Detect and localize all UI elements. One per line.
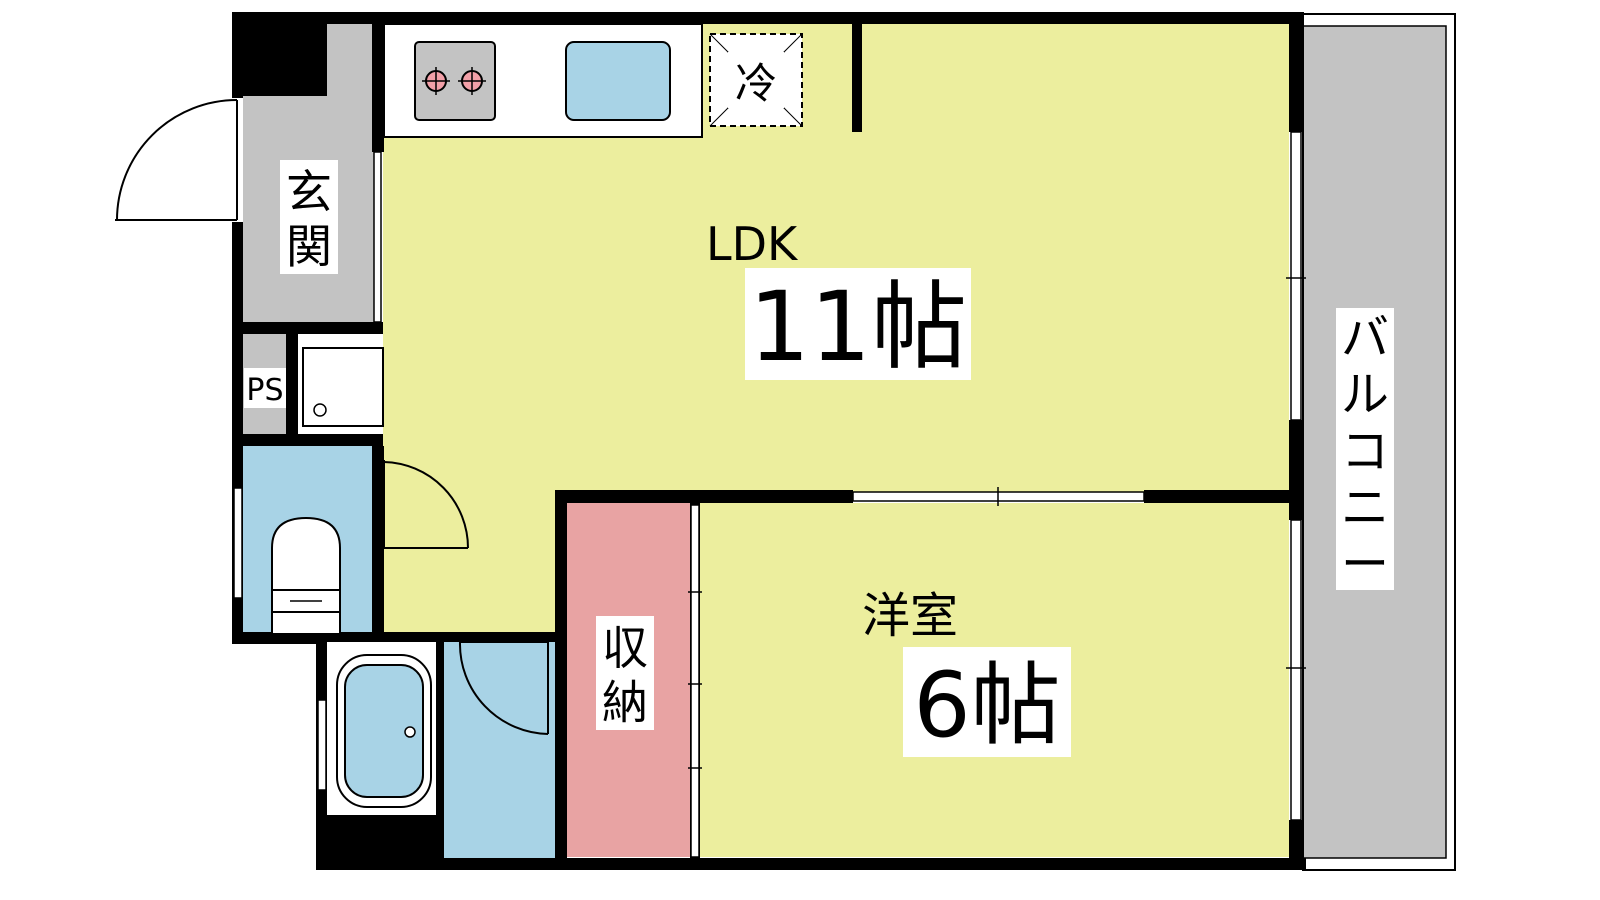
entrance-door[interactable] (115, 99, 238, 221)
toilet-icon (271, 516, 341, 635)
drain-icon (313, 403, 327, 417)
stove (414, 41, 496, 121)
burner-icon (458, 67, 486, 95)
balcony-label: バルコニー (1341, 310, 1389, 593)
burner-icon (422, 67, 450, 95)
bathtub-icon (336, 654, 432, 808)
washroom-door[interactable] (458, 641, 549, 735)
toilet-door[interactable] (383, 460, 469, 549)
entrance-step (237, 20, 327, 96)
western-room-size: 6帖 (913, 653, 1060, 758)
western-room-label: 洋室 (862, 588, 958, 644)
walls (232, 12, 1306, 870)
fridge-label: 冷 (735, 59, 777, 108)
entrance-label: 玄関 (286, 165, 332, 273)
balcony-inner (1302, 25, 1447, 859)
ps-label: PS (246, 373, 283, 408)
washroom-floor (442, 640, 556, 858)
ldk-label: LDK (706, 217, 799, 271)
ldk-size: 11帖 (749, 271, 967, 383)
storage-doors[interactable] (688, 504, 702, 858)
sink-icon (565, 41, 671, 121)
storage-label: 収納 (602, 621, 648, 729)
ldk-floor-lower (383, 490, 557, 634)
